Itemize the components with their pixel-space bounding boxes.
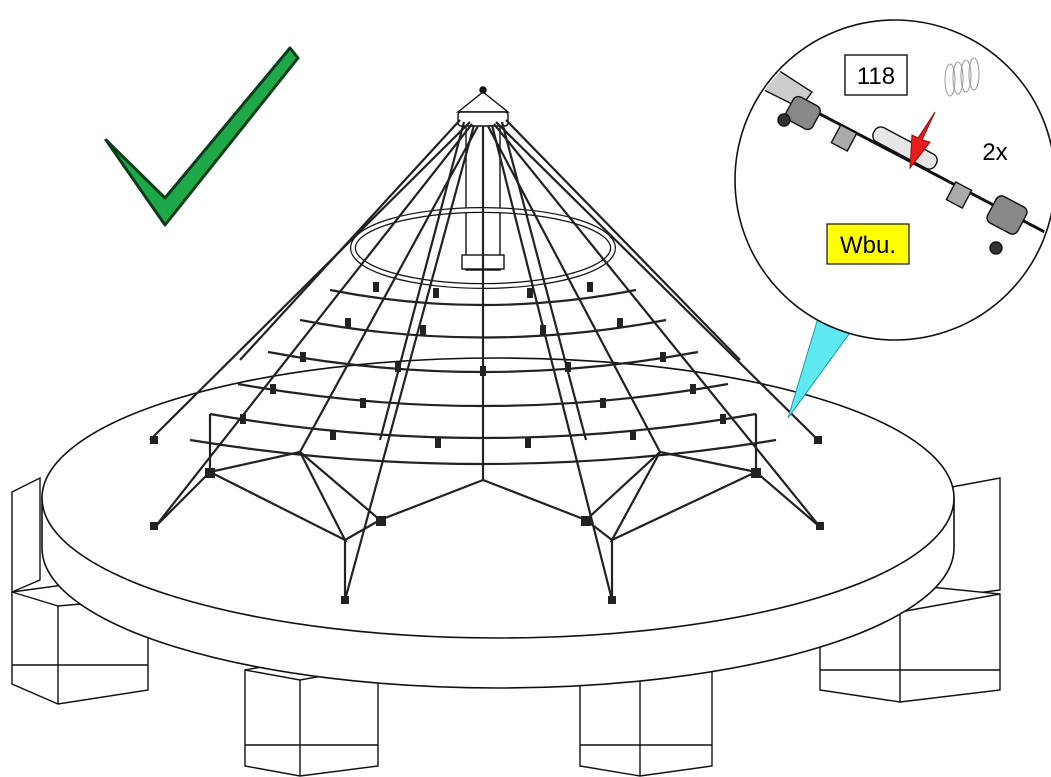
part-number-box: [844, 54, 908, 96]
support-blocks: [11, 476, 1001, 777]
note-highlight: [826, 223, 910, 265]
note-label: Wbu.: [840, 232, 896, 259]
quantity-label: 2x: [982, 139, 1007, 166]
platform: [41, 357, 955, 689]
red-arrow-icon: [909, 111, 936, 170]
rope-clamps: [150, 282, 824, 604]
checkmark-icon: [104, 46, 300, 227]
detail-callout: [734, 19, 1051, 341]
part-number: 118: [857, 63, 895, 90]
rope-net: [149, 119, 821, 601]
